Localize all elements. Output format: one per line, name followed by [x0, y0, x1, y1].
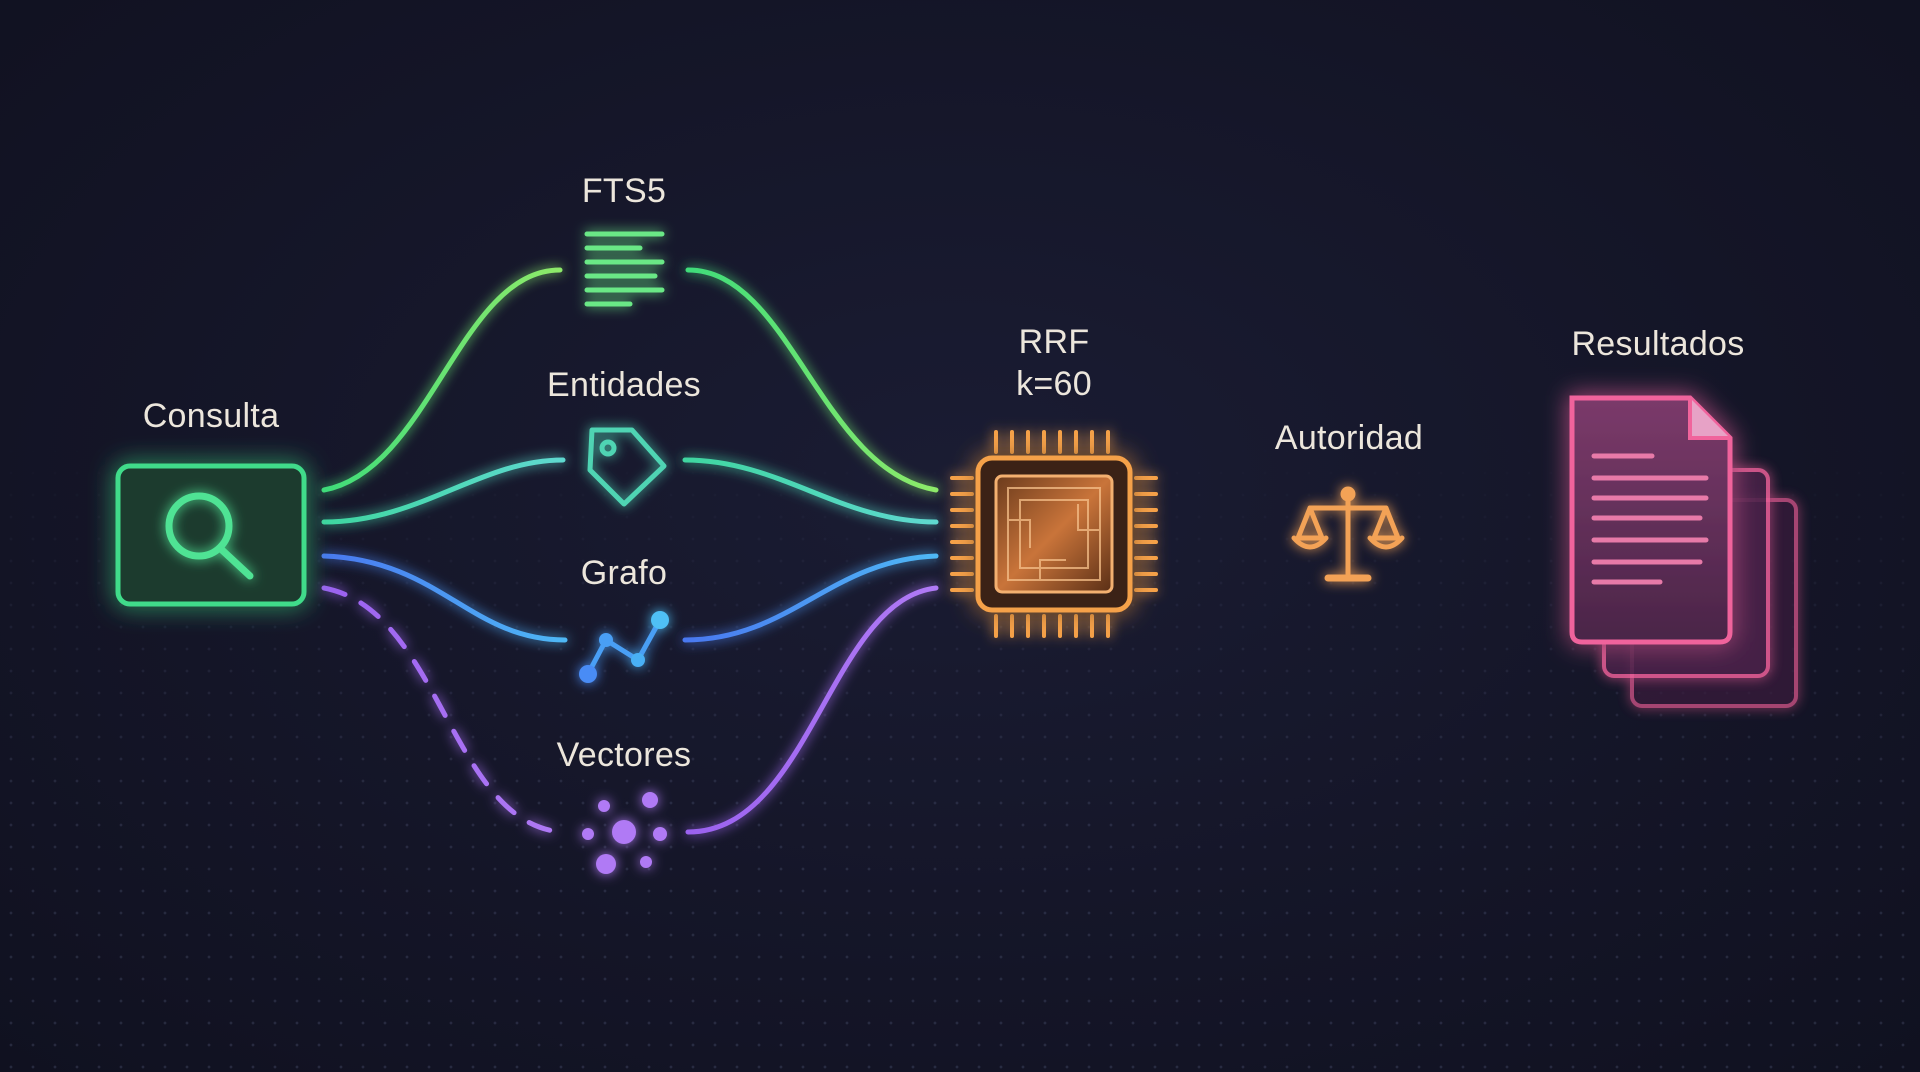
rrf-label-line2: k=60 — [1016, 365, 1092, 403]
graph-nodes-icon — [579, 611, 669, 683]
chip-icon — [950, 430, 1158, 638]
query-label: Consulta — [142, 397, 280, 435]
query-node — [115, 463, 307, 607]
authority-label: Autoridad — [1274, 419, 1424, 457]
vectors-label: Vectores — [556, 736, 692, 774]
entities-connector — [321, 457, 566, 525]
entities-connector-out — [682, 457, 939, 525]
documents-icon — [1569, 395, 1798, 708]
vector-dots-icon — [582, 792, 667, 874]
entities-label: Entidades — [547, 366, 701, 404]
graph-connector-out — [682, 553, 939, 643]
vectors-connector-out — [685, 585, 939, 835]
tag-icon — [587, 427, 667, 507]
rrf-label-line1: RRF — [1018, 323, 1090, 361]
fts-connector — [321, 267, 563, 493]
fts-label: FTS5 — [581, 172, 667, 210]
fts-connector-out — [685, 267, 939, 493]
vectors-connector — [321, 585, 563, 835]
connectors — [321, 267, 1551, 835]
text-lines-icon — [584, 231, 665, 307]
rrf-label: RRF k=60 — [1016, 321, 1092, 405]
graph-label: Grafo — [580, 554, 668, 592]
scales-icon — [1291, 486, 1405, 582]
search-icon — [165, 492, 254, 580]
results-label: Resultados — [1571, 325, 1745, 363]
graph-connector — [321, 553, 568, 643]
